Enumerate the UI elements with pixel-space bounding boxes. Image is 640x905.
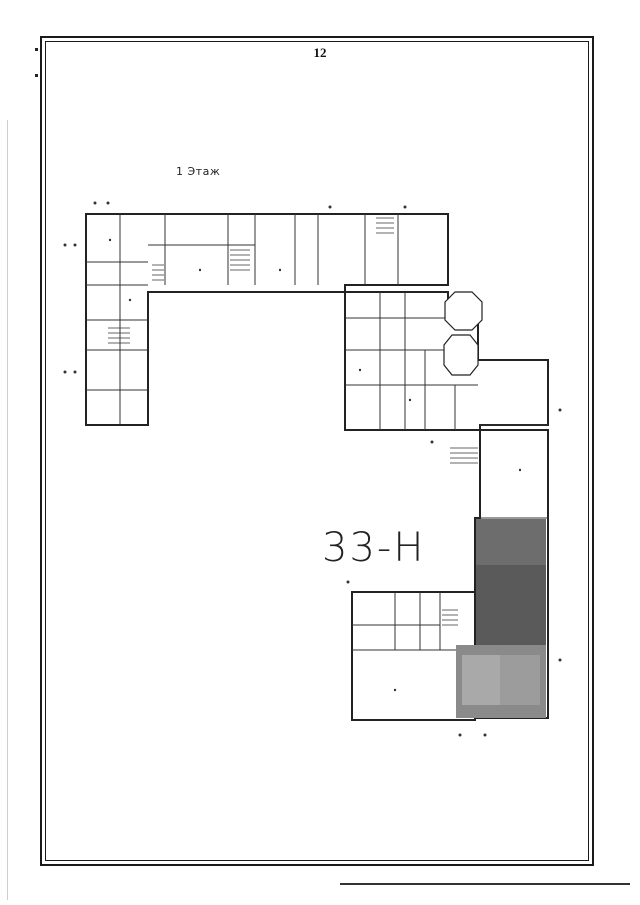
footer-rule xyxy=(340,883,630,885)
page-number: 12 xyxy=(313,45,327,60)
page-frame-outer xyxy=(40,36,594,866)
page-frame-inner xyxy=(45,41,589,861)
floor-label: 1 Этаж xyxy=(176,165,221,178)
unit-label: 33-Н xyxy=(322,525,426,571)
unit-33h-shaded-area xyxy=(456,519,546,718)
scan-speck xyxy=(35,74,38,77)
scan-speck xyxy=(35,48,38,51)
plan-outline-central xyxy=(344,291,549,431)
scan-edge-line xyxy=(7,120,8,900)
plan-outline-lower xyxy=(351,591,476,721)
